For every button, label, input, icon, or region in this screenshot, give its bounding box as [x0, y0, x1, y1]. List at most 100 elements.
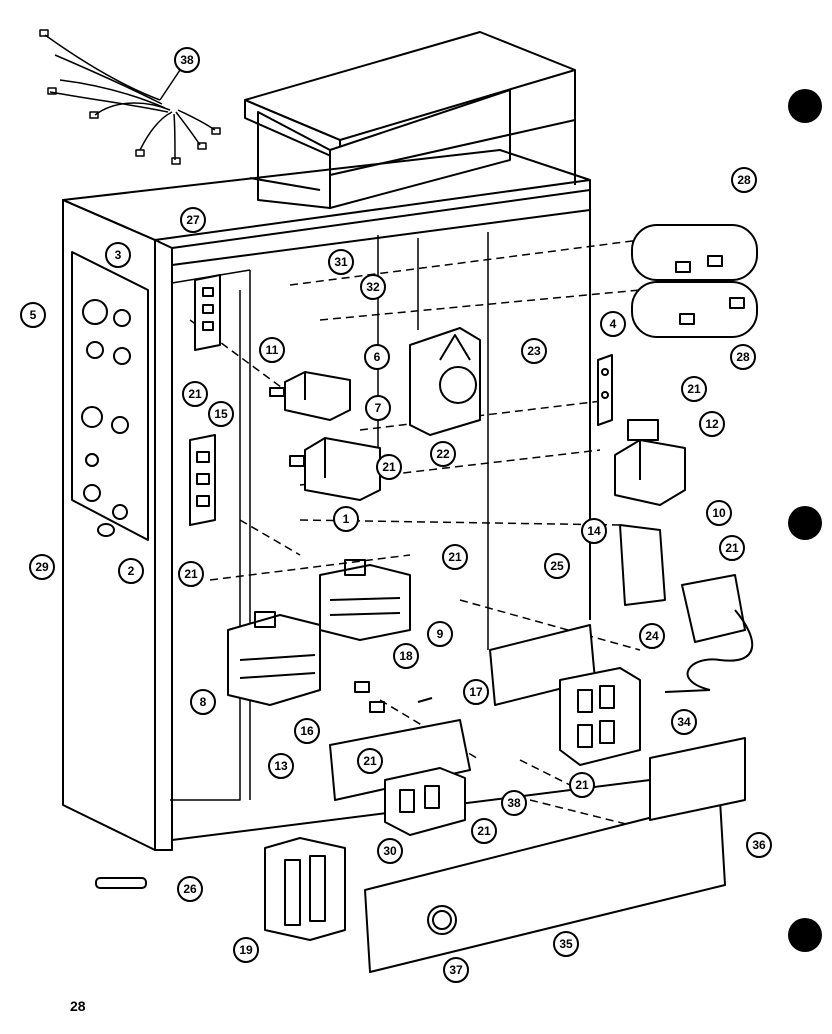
callout-21-b: 21 [681, 376, 707, 402]
callout-36: 36 [746, 832, 772, 858]
callout-23: 23 [521, 338, 547, 364]
cabinet-front [62, 149, 651, 851]
svg-text:34: 34 [677, 715, 691, 729]
callout-28-bottom: 28 [730, 344, 756, 370]
svg-text:29: 29 [35, 560, 49, 574]
svg-text:15: 15 [214, 407, 228, 421]
svg-text:6: 6 [374, 350, 381, 364]
terminal-block-27 [194, 274, 221, 351]
svg-text:2: 2 [128, 564, 135, 578]
callout-5: 5 [20, 302, 46, 328]
callout-4: 4 [600, 311, 626, 337]
contactor-8 [227, 611, 321, 706]
svg-text:31: 31 [334, 255, 348, 269]
terminal-block-15 [189, 434, 216, 526]
svg-text:22: 22 [436, 447, 450, 461]
svg-text:21: 21 [477, 824, 491, 838]
svg-text:28: 28 [736, 350, 750, 364]
callout-1: 1 [333, 506, 359, 532]
svg-text:21: 21 [188, 387, 202, 401]
callout-21-g: 21 [357, 748, 383, 774]
callout-28-top: 28 [731, 167, 757, 193]
svg-text:11: 11 [266, 343, 279, 357]
access-panel-35 [364, 799, 726, 973]
small-parts [354, 681, 433, 713]
terminal-strip-4 [597, 354, 613, 426]
control-24 [664, 574, 754, 693]
relay-1 [289, 437, 395, 501]
wire-harness [39, 29, 221, 165]
binder-hole-middle [788, 506, 822, 540]
svg-text:24: 24 [645, 629, 659, 643]
svg-text:13: 13 [274, 759, 288, 773]
callout-6: 6 [364, 344, 390, 370]
capacitor-28-bottom [631, 281, 758, 338]
callout-12: 12 [699, 411, 725, 437]
callout-15: 15 [208, 401, 234, 427]
callout-38-b: 38 [501, 790, 527, 816]
callouts: 38 3 5 27 31 32 11 6 23 28 28 4 21 21 7 … [20, 47, 772, 983]
callout-17: 17 [463, 679, 489, 705]
svg-text:9: 9 [437, 627, 444, 641]
svg-text:1: 1 [343, 512, 350, 526]
svg-text:14: 14 [587, 524, 601, 538]
svg-text:21: 21 [448, 550, 462, 564]
svg-text:32: 32 [366, 280, 380, 294]
callout-21-d: 21 [719, 535, 745, 561]
svg-text:18: 18 [399, 649, 413, 663]
svg-text:21: 21 [363, 754, 377, 768]
callout-13: 13 [268, 753, 294, 779]
callout-30: 30 [377, 838, 403, 864]
callout-24: 24 [639, 623, 665, 649]
svg-text:25: 25 [550, 559, 564, 573]
callout-21-f: 21 [178, 561, 204, 587]
callout-10: 10 [706, 500, 732, 526]
contactor-34 [559, 667, 641, 766]
capacitor-28-top [631, 224, 758, 281]
relay-19 [264, 837, 346, 941]
svg-text:16: 16 [300, 724, 314, 738]
svg-text:36: 36 [752, 838, 766, 852]
svg-text:37: 37 [449, 963, 463, 977]
callout-3: 3 [105, 242, 131, 268]
svg-text:21: 21 [687, 382, 701, 396]
svg-text:21: 21 [184, 567, 198, 581]
svg-text:5: 5 [30, 308, 37, 322]
callout-2: 2 [118, 558, 144, 584]
svg-text:4: 4 [610, 317, 617, 331]
callout-19: 19 [233, 937, 259, 963]
transformer-12 [614, 419, 686, 506]
callout-38: 38 [159, 47, 200, 101]
contactor-30 [384, 767, 466, 836]
callout-21-h: 21 [569, 772, 595, 798]
contactor-9 [319, 559, 411, 641]
callout-7: 7 [365, 395, 391, 421]
callout-14: 14 [581, 518, 607, 544]
svg-text:26: 26 [183, 882, 197, 896]
fuse-26 [95, 877, 147, 889]
callout-22: 22 [430, 441, 456, 467]
callout-16: 16 [294, 718, 320, 744]
callout-8: 8 [190, 689, 216, 715]
top-cover-duct [244, 31, 576, 209]
svg-text:21: 21 [575, 778, 589, 792]
callout-37: 37 [443, 957, 469, 983]
callout-9: 9 [427, 621, 453, 647]
callout-18: 18 [393, 643, 419, 669]
svg-text:10: 10 [712, 506, 726, 520]
internal-partitions [170, 232, 489, 801]
callout-21-c: 21 [376, 454, 402, 480]
callout-25: 25 [544, 553, 570, 579]
svg-text:28: 28 [737, 173, 751, 187]
svg-text:38: 38 [507, 796, 521, 810]
callout-32: 32 [360, 274, 386, 300]
callout-35: 35 [553, 931, 579, 957]
callout-31: 31 [328, 249, 354, 275]
fan-motor-23 [409, 327, 481, 436]
svg-text:30: 30 [383, 844, 397, 858]
svg-text:35: 35 [559, 937, 573, 951]
binder-hole-top [788, 89, 822, 123]
svg-text:12: 12 [705, 417, 719, 431]
svg-text:21: 21 [382, 460, 396, 474]
